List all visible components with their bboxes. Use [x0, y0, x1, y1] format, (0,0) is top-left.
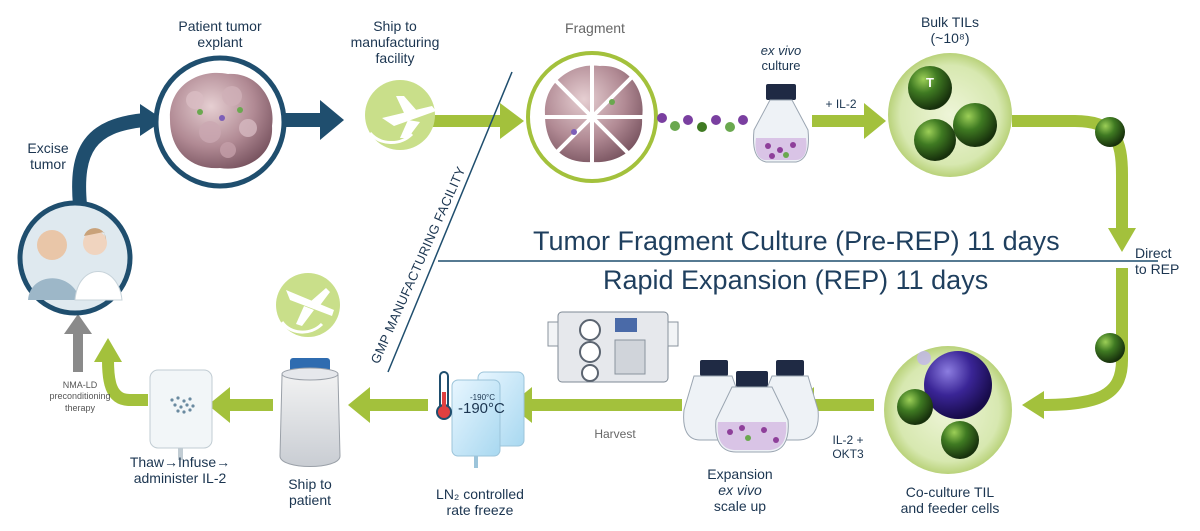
- bulk-tils-image: [888, 53, 1012, 177]
- label-culture: culture: [761, 57, 801, 73]
- coculture-image: [884, 346, 1012, 474]
- facility-divider: [387, 71, 513, 373]
- label-coculture: Co-culture TIL and feeder cells: [900, 484, 1000, 517]
- label-scale-up: scale up: [713, 498, 767, 515]
- tumor-fragment-image: [526, 51, 658, 183]
- arrow-excise-to-explant: [72, 104, 164, 206]
- label-expansion: Expansion ex vivo scale up: [690, 466, 790, 514]
- label-fragment: Fragment: [565, 20, 625, 36]
- label-excise-tumor: Excise tumor: [27, 140, 69, 173]
- arrow-ship-to-fragment: [432, 103, 524, 139]
- phase-rep: Rapid Expansion (REP) 11 days: [603, 265, 989, 295]
- til-cell-top: [1095, 117, 1125, 147]
- label-expansion-ex-vivo: ex vivo: [718, 482, 762, 499]
- bioreactor-device-image: [547, 311, 679, 383]
- cell-dots-chain: [657, 113, 748, 132]
- arrow-explant-to-ship: [282, 100, 344, 140]
- dewar-container-image: [279, 358, 341, 467]
- label-ex-vivo: ex vivo: [760, 43, 802, 58]
- label-bulk-tils-count: (~10⁸): [930, 30, 970, 47]
- til-cell-bottom: [1095, 333, 1125, 363]
- label-il2: + IL-2: [825, 97, 857, 111]
- label-il2-okt3: IL-2 + OKT3: [832, 433, 864, 461]
- tumor-explant-image: [153, 55, 287, 189]
- arrow-direct-to-rep: [1012, 115, 1136, 419]
- freeze-bags-image: [451, 371, 525, 468]
- culture-flask-image: [753, 84, 809, 163]
- plane-icon-return: [276, 273, 340, 337]
- thermometer-icon: [436, 371, 452, 420]
- arrow-preconditioning: [64, 314, 92, 372]
- label-harvest: Harvest: [594, 427, 636, 441]
- patient-doctor-image: [17, 200, 133, 316]
- label-ln2-freeze: LN₂ controlled rate freeze: [436, 486, 524, 519]
- arrow-infuse-to-patient: [94, 338, 148, 406]
- label-bulk-tils-title: Bulk TILs: [920, 14, 980, 30]
- arrow-harvest: [510, 387, 682, 423]
- label-patient-tumor-explant: Patient tumor explant: [178, 18, 262, 51]
- expansion-flasks-image: [683, 360, 819, 453]
- label-ex-vivo-culture: ex vivo culture: [736, 43, 826, 74]
- arrow-freeze-to-ship: [348, 387, 428, 423]
- label-expansion-title: Expansion: [707, 466, 773, 482]
- label-ship-to-manufacturing: Ship to manufacturing facility: [350, 18, 440, 67]
- phase-pre-rep: Tumor Fragment Culture (Pre-REP) 11 days: [533, 226, 1060, 256]
- label-thermometer-temp: -190°C: [458, 400, 505, 417]
- infusion-bag-image: [149, 369, 213, 460]
- arrow-ship-to-infuse: [208, 387, 273, 423]
- label-direct-to-rep: Direct to REP: [1135, 245, 1180, 278]
- label-thaw-infuse: Thaw→Infuse→ administer IL-2: [129, 454, 231, 487]
- label-t-cell: T: [926, 75, 934, 90]
- label-thermometer-temp-small: -190°C: [470, 393, 495, 402]
- arrow-culture-to-bulk: [812, 103, 886, 139]
- label-bulk-tils: Bulk TILs (~10⁸): [900, 14, 1000, 46]
- label-nma-ld: NMA-LD preconditioning therapy: [49, 380, 111, 413]
- label-ship-to-patient: Ship to patient: [288, 476, 332, 509]
- plane-icon: [365, 80, 436, 150]
